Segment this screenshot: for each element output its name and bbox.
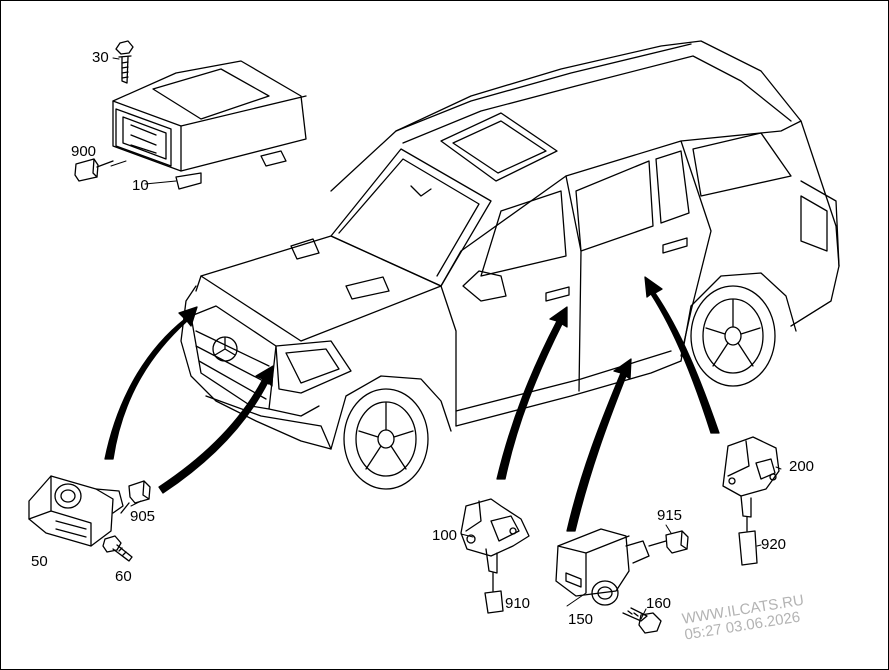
connector-910	[484, 572, 504, 614]
connector-900	[74, 158, 114, 182]
callout-150: 150	[568, 611, 594, 628]
callout-905: 905	[130, 508, 156, 525]
callout-200: 200	[789, 458, 815, 475]
bolt-160	[622, 607, 662, 634]
callout-30: 30	[92, 49, 109, 66]
leader-lines	[110, 57, 782, 620]
control-unit-10	[112, 60, 307, 190]
sensor-50	[28, 475, 124, 547]
callout-910: 910	[505, 595, 531, 612]
bolt-30	[115, 40, 134, 84]
callout-900: 900	[71, 143, 97, 160]
sensor-150	[555, 528, 650, 606]
sensor-200	[722, 436, 780, 518]
sensor-100	[460, 498, 530, 574]
callout-50: 50	[31, 553, 48, 570]
location-arrows	[104, 276, 720, 532]
connector-920	[738, 516, 758, 566]
callout-160: 160	[646, 595, 672, 612]
callout-915: 915	[657, 507, 683, 524]
callout-60: 60	[115, 568, 132, 585]
connector-915	[648, 530, 689, 554]
callout-10: 10	[132, 177, 149, 194]
callout-920: 920	[761, 536, 787, 553]
bolt-60	[102, 535, 133, 562]
connector-905	[120, 480, 151, 514]
vehicle-drawing	[180, 40, 840, 490]
callout-100: 100	[432, 527, 458, 544]
